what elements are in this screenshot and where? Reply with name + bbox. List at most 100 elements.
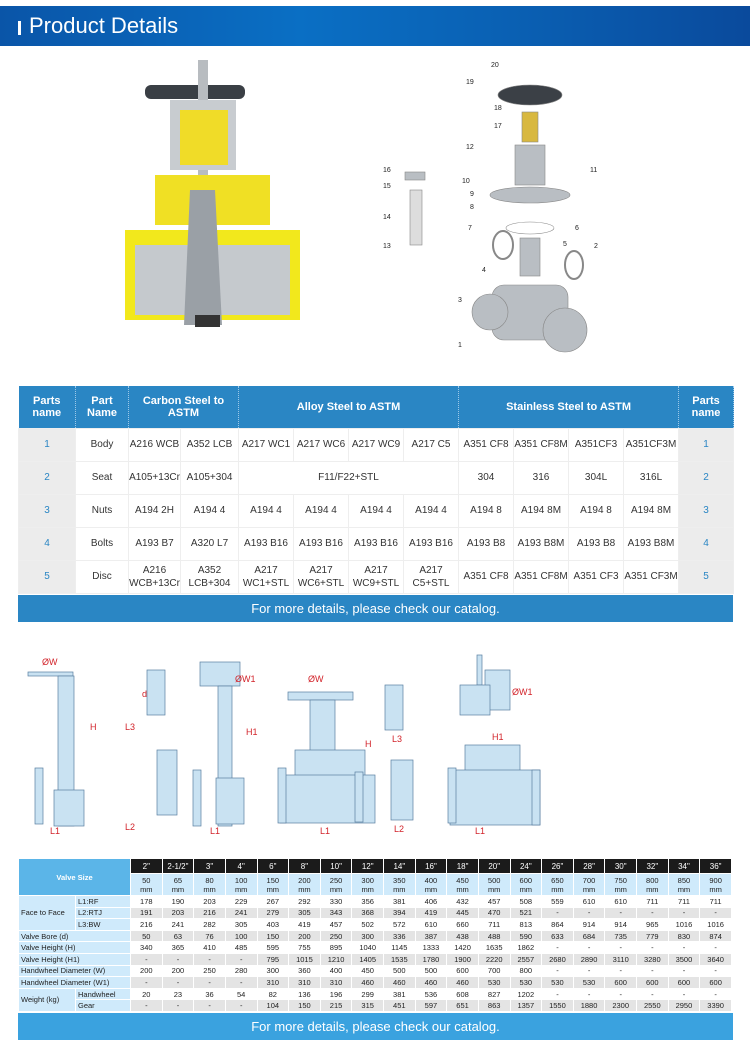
dimension-value: 600 (446, 964, 479, 978)
dimension-value: 292 (288, 895, 321, 908)
dimension-value: 2557 (509, 952, 543, 966)
label-h1: H1 (246, 727, 258, 737)
callout-20: 20 (491, 62, 499, 69)
dimension-value: 451 (383, 999, 416, 1012)
dimension-value: 1016 (667, 918, 701, 931)
material-cell: A217 WC9 (348, 427, 405, 462)
dimension-value: - (224, 952, 258, 966)
dimension-value: 2220 (477, 952, 511, 966)
dimension-value: 241 (224, 906, 258, 920)
dimension-value: 460 (446, 976, 479, 989)
dimension-value: 488 (477, 929, 511, 943)
header-parts-no-right: Parts name (678, 386, 735, 428)
size-inch: 8" (288, 858, 321, 874)
dimension-value: 336 (383, 929, 416, 943)
dimension-value: 200 (288, 929, 321, 943)
dimension-value: - (161, 999, 195, 1012)
dimension-value: 300 (351, 929, 384, 943)
dimension-value: - (636, 941, 669, 954)
dimension-value: 394 (383, 906, 416, 920)
dimension-value: 536 (414, 987, 448, 1001)
dimension-value: - (130, 952, 163, 966)
dimension-value: 381 (383, 895, 416, 908)
dimension-value: 315 (351, 999, 384, 1012)
dimension-value: - (699, 941, 732, 954)
material-cell: A193 B8M (623, 526, 680, 561)
dimension-value: 800 (509, 964, 543, 978)
dimension-value: 530 (541, 976, 574, 989)
row-sublabel: L3:BW (75, 918, 131, 931)
size-inch: 24" (509, 858, 543, 874)
part-name: Bolts (75, 526, 129, 561)
size-mm-unit: mm (171, 884, 185, 894)
dimension-value: 711 (636, 895, 669, 908)
dimension-value: 356 (351, 895, 384, 908)
header-accent-bar (18, 21, 21, 35)
section-header: Product Details (0, 6, 750, 46)
dimension-value: 23 (161, 987, 195, 1001)
label-l2-2: L2 (394, 824, 404, 834)
dimension-value: 863 (477, 999, 511, 1012)
dimension-value: 419 (414, 906, 448, 920)
callout-10: 10 (462, 178, 470, 185)
material-cell: A351 CF8 (458, 427, 515, 462)
size-mm-value: 450 (456, 875, 469, 885)
dimension-value: 1202 (509, 987, 543, 1001)
callout-13: 13 (383, 243, 391, 250)
size-mm-value: 650 (551, 875, 564, 885)
dimension-value: 2680 (541, 952, 574, 966)
material-cell: A352 LCB (179, 427, 240, 462)
material-cell: A351CF3M (623, 427, 680, 462)
dimension-value: 1405 (351, 952, 384, 966)
dimension-value: 100 (224, 929, 258, 943)
size-mm-unit: mm (614, 884, 627, 894)
page-title: Product Details (29, 13, 179, 38)
material-cell: 316 (513, 460, 570, 495)
material-cell: 304L (568, 460, 625, 495)
label-d: d (142, 689, 147, 699)
size-mm-value: 200 (298, 875, 311, 885)
size-mm-unit: mm (582, 884, 596, 894)
dimension-value: 2890 (572, 952, 606, 966)
dimension-value: 410 (193, 941, 226, 954)
label-l1-2: L1 (210, 826, 220, 836)
dimension-value: 600 (636, 976, 669, 989)
material-cell: A193 B8M (513, 526, 570, 561)
dimension-value: - (699, 906, 732, 920)
dimension-value: 3640 (699, 952, 732, 966)
dimension-value: 500 (383, 964, 416, 978)
dimension-value: 813 (509, 918, 543, 931)
catalog-link[interactable]: For more details, please check our catal… (18, 595, 733, 622)
material-cell: 316L (623, 460, 680, 495)
dimension-value: 610 (604, 895, 637, 908)
size-mm-value: 850 (677, 875, 691, 885)
dimension-value: 711 (477, 918, 511, 931)
dimension-value: 895 (319, 941, 353, 954)
dimension-value: 1145 (383, 941, 416, 954)
dimension-value: 36 (193, 987, 226, 1001)
dimension-value: 2950 (667, 999, 701, 1012)
dimension-value: 3500 (667, 952, 701, 966)
dimension-value: 216 (193, 906, 226, 920)
dimension-value: 76 (193, 929, 226, 943)
dimension-value: 250 (319, 929, 353, 943)
dimension-value: 282 (193, 918, 226, 931)
catalog-link-bottom[interactable]: For more details, please check our catal… (18, 1013, 733, 1040)
row-label: Handwheel Diameter (W1) (18, 976, 131, 989)
dimension-value: 1880 (572, 999, 606, 1012)
label-l2: L2 (125, 822, 135, 832)
dimension-value: 403 (256, 918, 290, 931)
dimension-value: - (161, 952, 195, 966)
dimension-value: 1862 (509, 941, 543, 954)
size-inch: 28" (572, 858, 606, 874)
size-mm-unit: mm (234, 884, 248, 894)
part-number: 1 (18, 427, 76, 462)
dimension-value: 279 (256, 906, 290, 920)
dimension-value: 196 (319, 987, 353, 1001)
